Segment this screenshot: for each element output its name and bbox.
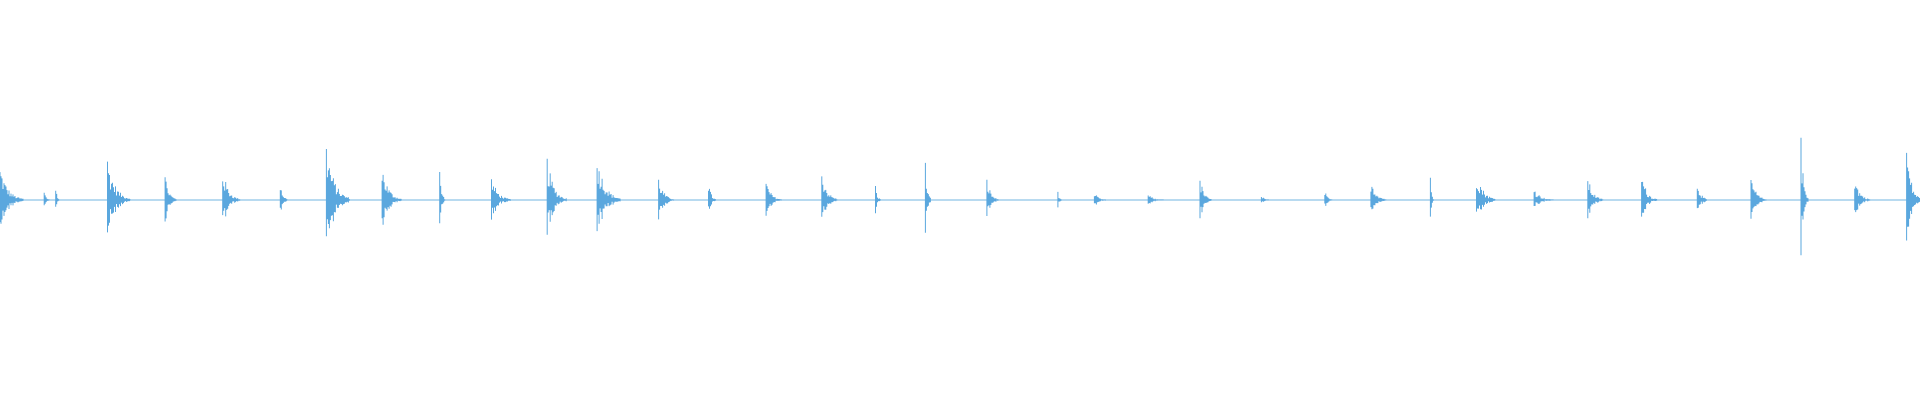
waveform-hit-10 [491,179,511,220]
waveform-hit-28 [1476,187,1496,212]
waveform-hit-17 [875,186,881,214]
waveform-hit-36 [1906,152,1920,241]
waveform-hit-26 [1370,186,1387,210]
waveform-hit-9 [439,172,446,224]
waveform-hit-2 [55,190,60,207]
waveform-hit-0 [0,172,24,224]
waveform-hit-19 [986,179,999,216]
waveform-hit-18 [924,162,931,233]
waveform-hit-3 [107,161,131,233]
waveform-hit-35 [1854,186,1871,213]
waveform-hit-31 [1641,181,1658,217]
waveform-hit-29 [1533,191,1554,206]
waveform-hit-4 [164,177,177,222]
waveform-hits [0,137,1920,256]
waveform-hit-12 [596,168,621,232]
waveform-hit-27 [1429,177,1434,217]
waveform-hit-25 [1324,193,1333,206]
waveform-hit-15 [765,183,782,216]
waveform-hit-32 [1696,188,1707,209]
waveform-hit-23 [1199,180,1212,219]
waveform-hit-8 [381,174,402,225]
waveform-hit-16 [821,176,838,217]
waveform-hit-20 [1057,191,1062,208]
waveform-hit-14 [708,188,716,209]
waveform-hit-34 [1800,137,1809,256]
waveform-hit-11 [546,158,567,235]
waveform-hit-6 [279,190,288,210]
waveform-hit-21 [1093,195,1106,205]
waveform-hit-24 [1260,197,1269,203]
waveform-hit-13 [658,179,675,220]
waveform-hit-5 [222,181,241,217]
waveform-hit-7 [325,149,350,237]
waveform-hit-33 [1750,180,1767,219]
waveform-hit-1 [43,192,50,206]
waveform-hit-30 [1587,181,1604,219]
waveform-hit-22 [1147,195,1164,204]
